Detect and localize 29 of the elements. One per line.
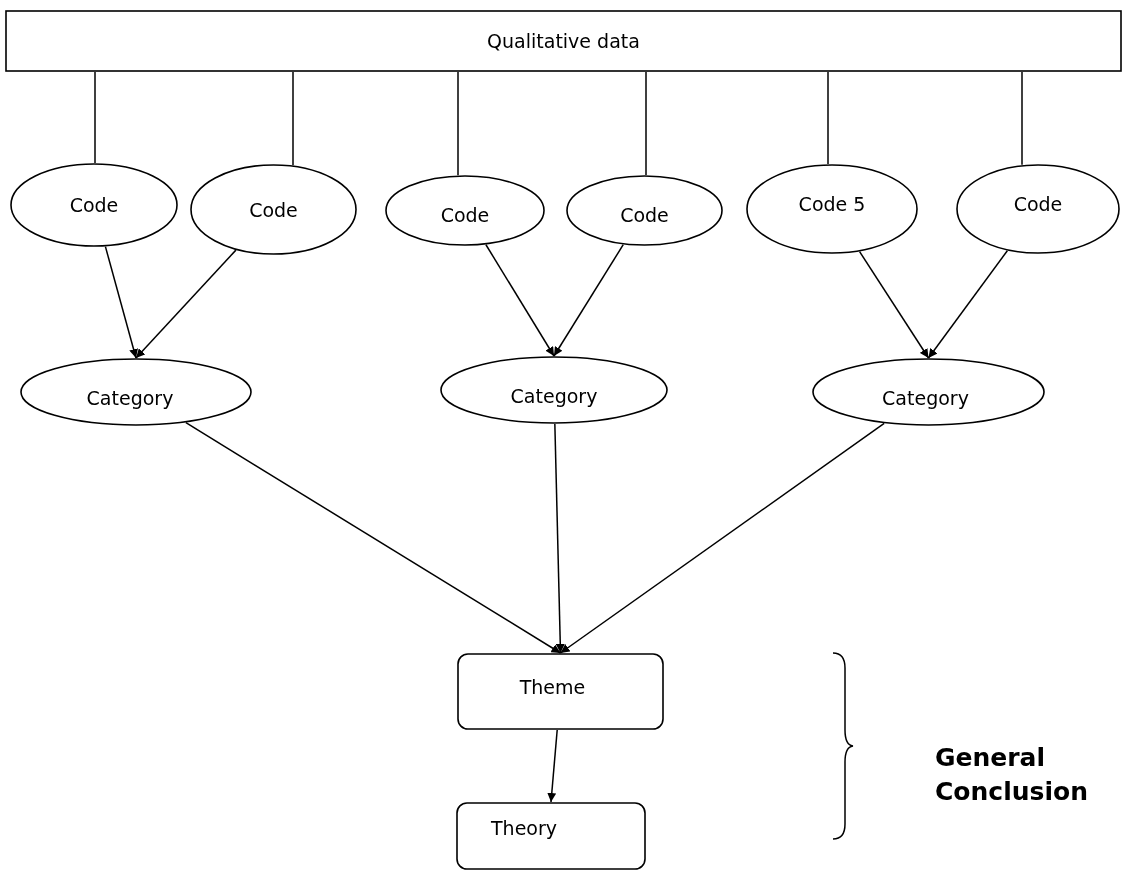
node-label: Code [620,203,669,226]
node-label: Code 5 [798,193,866,215]
node-label: Theory [491,817,557,839]
arrow [485,244,555,357]
node-label: Qualitative data [487,30,640,52]
node-label: Category [510,385,598,407]
connector-line [1021,71,1023,166]
node-label: Category [86,387,174,409]
arrow [135,249,237,359]
arrow [559,422,885,654]
connector-line [94,71,96,164]
arrow [553,243,624,357]
connector-line [292,71,294,166]
node-label: Code [440,203,490,226]
arrow [547,729,558,803]
arrow [554,423,565,654]
connector-line [457,71,459,176]
arrow [927,250,1009,359]
node-label: Code [1013,193,1063,215]
node-label: Code [69,194,119,216]
node-label: Category [882,387,969,409]
connector-line [645,71,647,176]
arrow [858,250,930,359]
arrow [185,421,562,654]
brace-label: General Conclusion [935,742,1089,808]
node-label: Code [249,198,298,221]
arrow [104,245,138,359]
node-label: Theme [519,675,586,698]
connector-line [827,71,829,165]
